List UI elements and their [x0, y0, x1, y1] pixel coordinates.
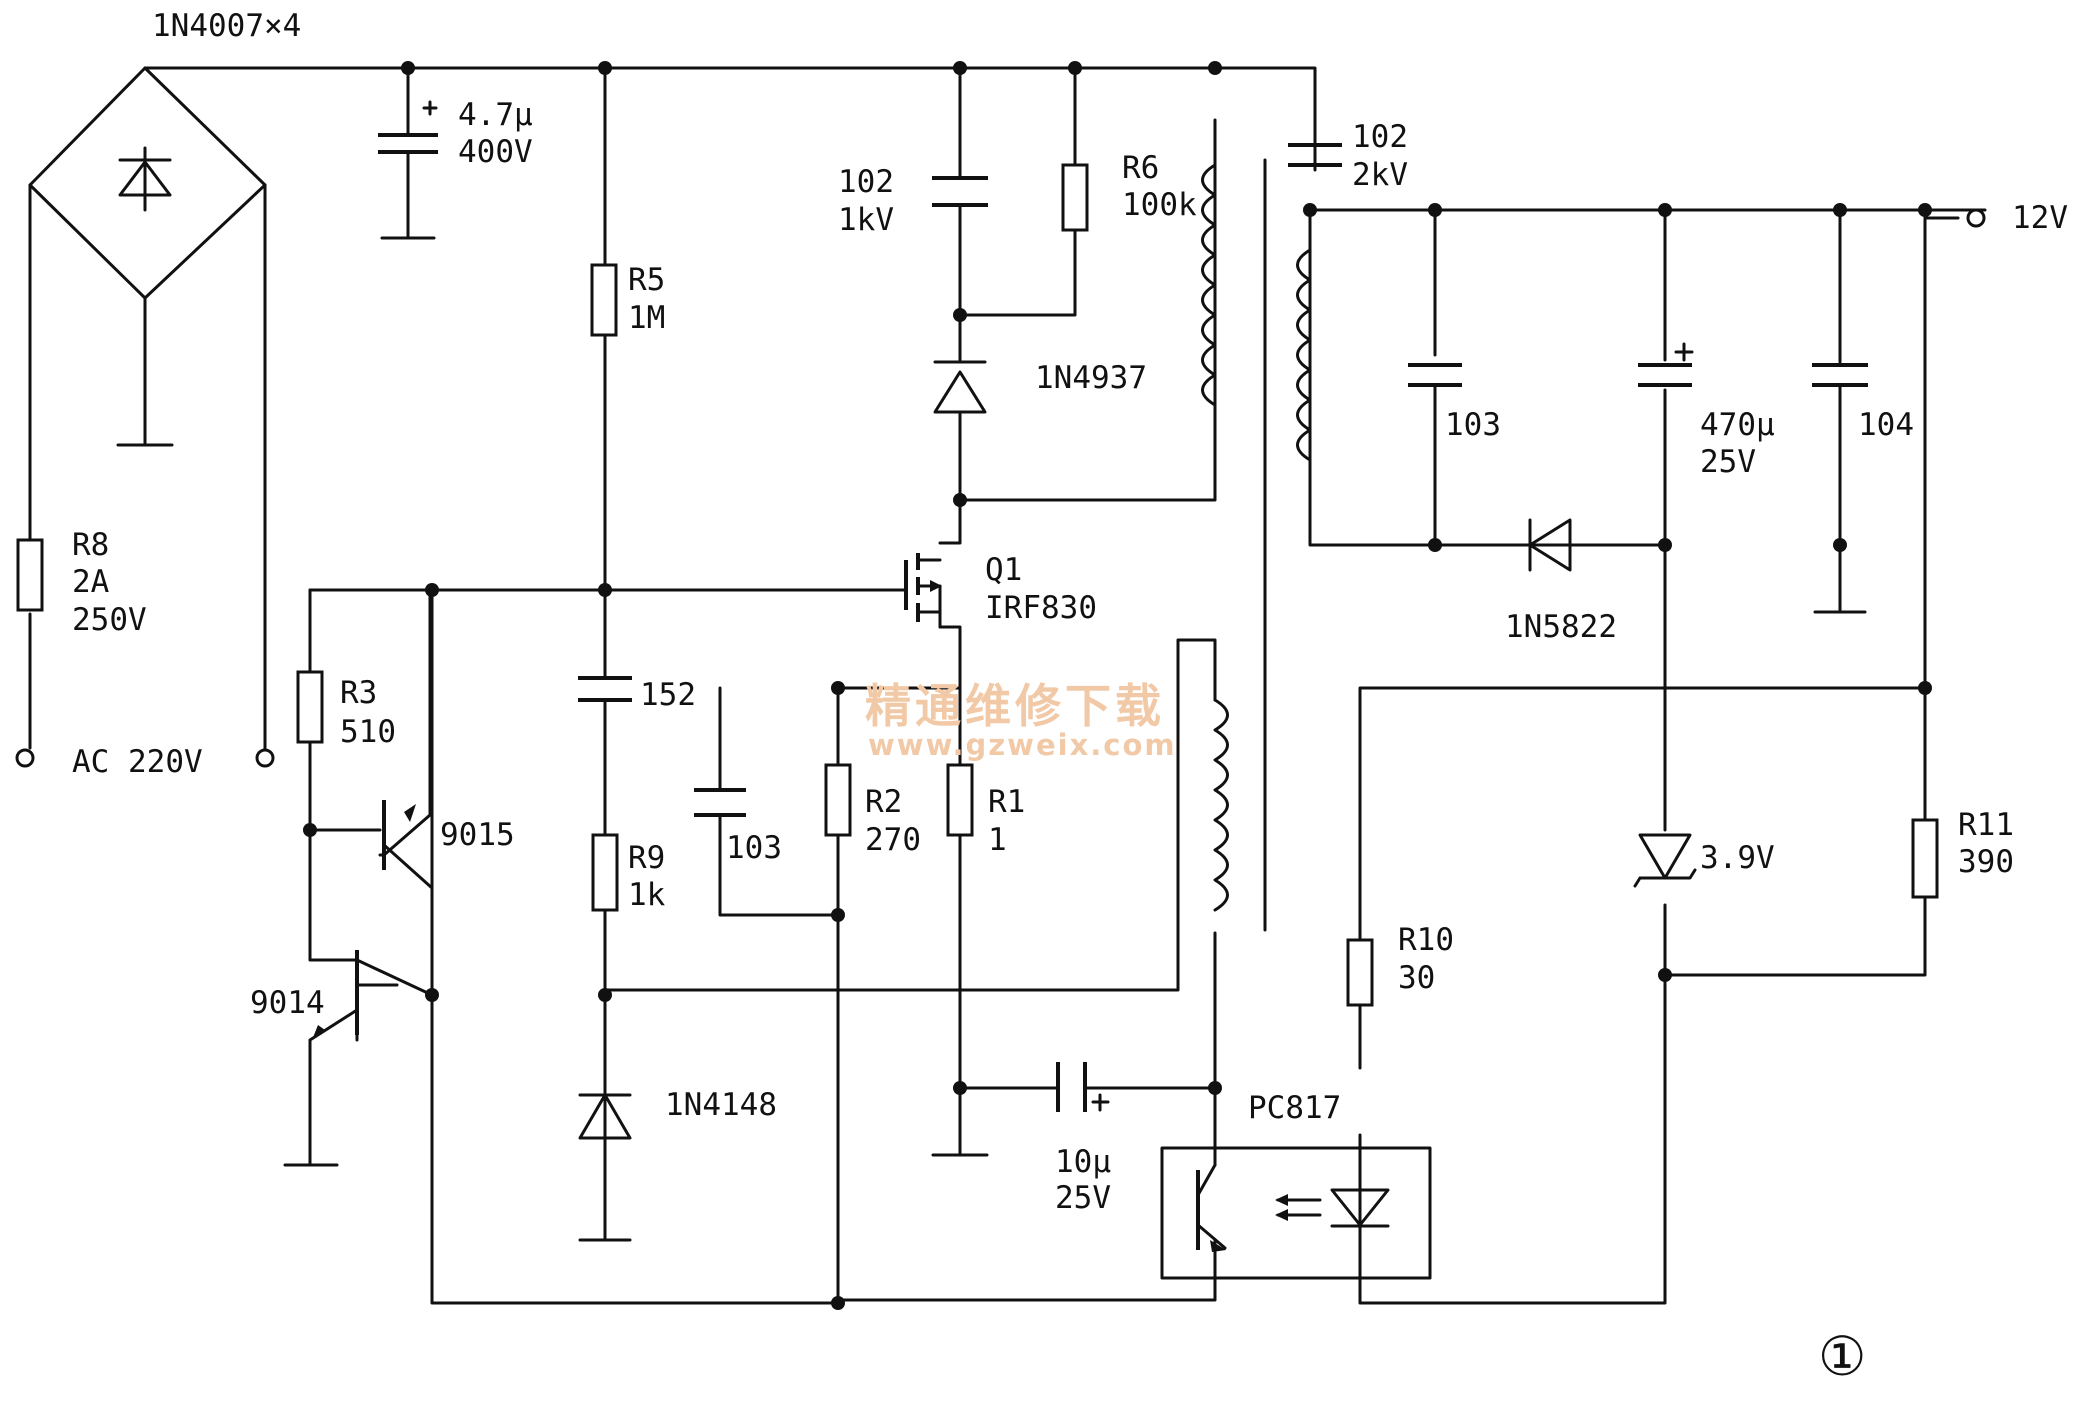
capacitor-152	[578, 676, 632, 702]
c-out-voltage: 25V	[1700, 444, 1756, 480]
y-cap-voltage: 2kV	[1352, 157, 1408, 193]
capacitor-104	[1812, 363, 1868, 387]
output-terminal-12v	[1966, 208, 1986, 228]
r11-value: 390	[1958, 844, 2014, 880]
optocoupler-pc817	[1160, 1146, 1432, 1280]
d-out-part: 1N5822	[1505, 609, 1617, 645]
resistor-r6	[1061, 163, 1089, 232]
d-1n4148-part: 1N4148	[665, 1087, 777, 1123]
watermark-url: www.gzweix.com	[868, 728, 1177, 762]
capacitor-10u	[1056, 1062, 1110, 1112]
fuse-rating: 2A	[72, 564, 110, 600]
transistor-9015	[382, 800, 416, 870]
capacitor-470u	[1638, 342, 1694, 387]
transformer-secondary	[1296, 248, 1312, 462]
fuse-ref: R8	[72, 527, 109, 563]
resistor-r1	[946, 763, 974, 837]
c-aux-voltage: 25V	[1055, 1180, 1111, 1216]
zener-3v9	[1633, 833, 1697, 888]
transistor-9014	[312, 950, 359, 1040]
snubber-cap-value: 102	[838, 164, 894, 200]
capacitor-103-left	[694, 788, 746, 817]
q-9014-part: 9014	[250, 985, 325, 1021]
bulk-cap-voltage: 400V	[458, 134, 533, 170]
ac-terminal-right	[255, 748, 275, 768]
r2-ref: R2	[865, 784, 902, 820]
fuse-voltage: 250V	[72, 602, 147, 638]
c-out-value: 470μ	[1700, 407, 1775, 443]
c103-right-value: 103	[1445, 407, 1501, 443]
output-label: 12V	[2012, 200, 2068, 236]
r10-value: 30	[1398, 960, 1435, 996]
bulk-cap-value: 4.7μ	[458, 97, 533, 133]
mosfet-q1	[904, 553, 942, 629]
resistor-r2	[824, 763, 852, 837]
junction-dots	[303, 61, 1932, 1310]
c103-left-value: 103	[726, 830, 782, 866]
watermark-cn: 精通维修下载	[865, 679, 1165, 733]
r1-ref: R1	[988, 784, 1025, 820]
c-aux-value: 10μ	[1055, 1144, 1111, 1180]
y-cap-value: 102	[1352, 119, 1408, 155]
r6-value: 100k	[1122, 187, 1197, 223]
diode-1n4937	[933, 360, 987, 414]
zener-value: 3.9V	[1700, 840, 1775, 876]
r1-value: 1	[988, 822, 1007, 858]
diode-1n4148	[578, 1093, 632, 1140]
r5-value: 1M	[628, 300, 665, 336]
r6-ref: R6	[1122, 150, 1159, 186]
r10-ref: R10	[1398, 922, 1454, 958]
q1-part: IRF830	[985, 590, 1097, 626]
r11-ref: R11	[1958, 807, 2014, 843]
capacitor-102-2kv	[1288, 143, 1342, 167]
r2-value: 270	[865, 822, 921, 858]
bridge-rectifier	[118, 146, 172, 212]
c104-value: 104	[1858, 407, 1914, 443]
bridge-label: 1N4007×4	[152, 8, 301, 44]
capacitor-102-1kv	[932, 176, 988, 207]
resistor-r5	[590, 263, 618, 337]
diode-1n5822	[1528, 518, 1572, 572]
c152-value: 152	[640, 677, 696, 713]
d-clamp-part: 1N4937	[1035, 360, 1147, 396]
ac-terminal-left	[15, 748, 35, 768]
fuse-r8	[16, 538, 44, 612]
resistor-r9	[591, 833, 619, 912]
r9-value: 1k	[628, 877, 666, 913]
r3-value: 510	[340, 714, 396, 750]
capacitor-103-right	[1408, 363, 1462, 387]
transformer-aux-winding	[1213, 698, 1229, 912]
r5-ref: R5	[628, 262, 665, 298]
optocoupler-part: PC817	[1248, 1090, 1341, 1126]
resistor-r3	[296, 670, 324, 744]
transformer-primary	[1201, 163, 1217, 407]
bulk-capacitor	[378, 100, 438, 154]
figure-number: ①	[1818, 1325, 1866, 1388]
q-9015-part: 9015	[440, 817, 515, 853]
q1-ref: Q1	[985, 552, 1022, 588]
snubber-cap-voltage: 1kV	[838, 202, 894, 238]
r3-ref: R3	[340, 675, 377, 711]
ac-input-label: AC 220V	[72, 744, 203, 780]
r9-ref: R9	[628, 840, 665, 876]
resistor-r10	[1346, 938, 1374, 1007]
resistor-r11	[1911, 818, 1939, 899]
